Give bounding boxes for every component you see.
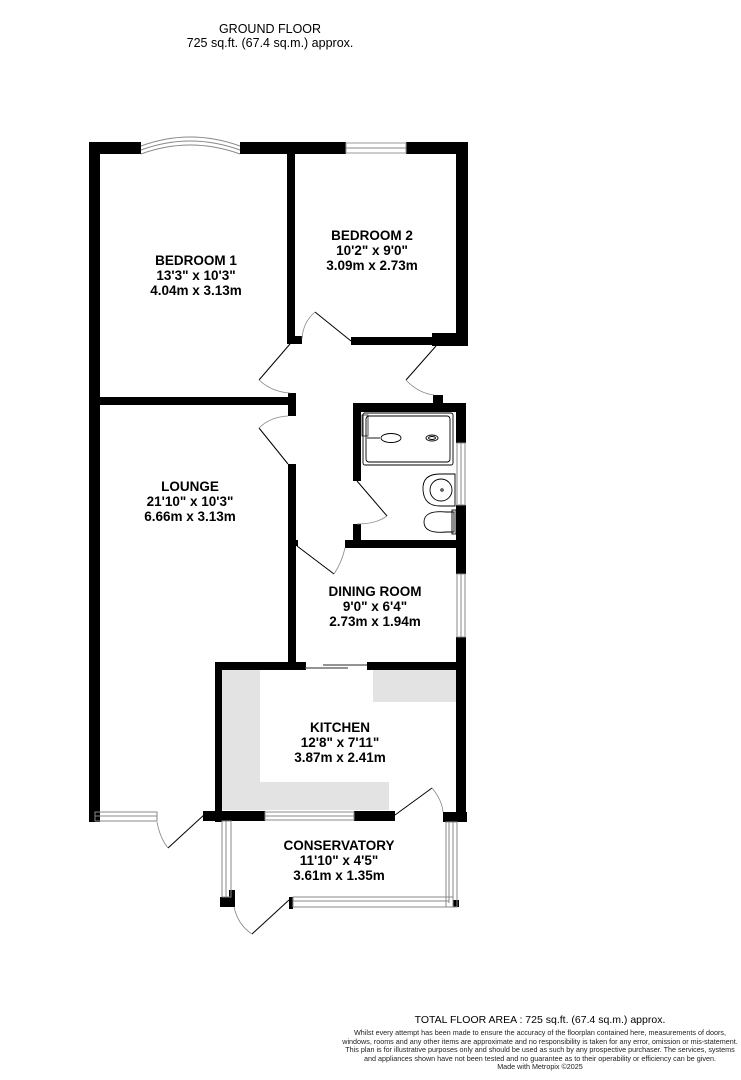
windows <box>94 136 466 908</box>
bathroom-fixtures <box>361 412 457 535</box>
room-name: CONSERVATORY <box>283 838 395 853</box>
walls <box>89 142 468 909</box>
kitchen-worktops <box>222 670 456 810</box>
room-name: BEDROOM 2 <box>331 228 413 243</box>
room-label-bedroom-2: BEDROOM 2 10'2" x 9'0" 3.09m x 2.73m <box>326 228 418 273</box>
room-metric: 2.73m x 1.94m <box>329 614 421 629</box>
room-imperial: 21'10" x 10'3" <box>146 494 234 509</box>
room-imperial: 13'3" x 10'3" <box>156 268 236 283</box>
room-label-bedroom-1: BEDROOM 1 13'3" x 10'3" 4.04m x 3.13m <box>150 253 242 298</box>
room-metric: 4.04m x 3.13m <box>150 283 242 298</box>
shower-tray-icon <box>362 412 454 466</box>
room-label-conservatory: CONSERVATORY 11'10" x 4'5" 3.61m x 1.35m <box>283 838 394 883</box>
total-floor-area: TOTAL FLOOR AREA : 725 sq.ft. (67.4 sq.m… <box>414 1014 666 1026</box>
room-imperial: 11'10" x 4'5" <box>299 853 379 868</box>
room-name: LOUNGE <box>161 479 219 494</box>
room-imperial: 12'8" x 7'11" <box>300 735 380 750</box>
room-label-dining-room: DINING ROOM 9'0" x 6'4" 2.73m x 1.94m <box>329 584 422 629</box>
room-name: KITCHEN <box>309 720 370 735</box>
floor-plan-footer: TOTAL FLOOR AREA : 725 sq.ft. (67.4 sq.m… <box>340 1014 740 1072</box>
room-name: BEDROOM 1 <box>155 253 237 268</box>
room-metric: 3.87m x 2.41m <box>294 750 386 765</box>
room-imperial: 10'2" x 9'0" <box>336 243 408 258</box>
credit-text: Made with Metropix ©2025 <box>497 1062 583 1072</box>
floor-plan <box>89 136 468 935</box>
floor-name: GROUND FLOOR <box>218 22 322 36</box>
room-metric: 3.09m x 2.73m <box>326 258 418 273</box>
room-metric: 3.61m x 1.35m <box>293 868 385 883</box>
basin-icon <box>422 473 456 507</box>
room-label-kitchen: KITCHEN 12'8" x 7'11" 3.87m x 2.41m <box>294 720 386 765</box>
doors <box>156 311 444 935</box>
disclaimer-text: Whilst every attempt has been made to en… <box>342 1028 738 1063</box>
room-name: DINING ROOM <box>328 584 422 599</box>
toilet-icon <box>423 509 457 535</box>
room-label-lounge: LOUNGE 21'10" x 10'3" 6.66m x 3.13m <box>144 479 236 524</box>
room-imperial: 9'0" x 6'4" <box>342 599 408 614</box>
room-metric: 6.66m x 3.13m <box>144 509 236 524</box>
floor-area: 725 sq.ft. (67.4 sq.m.) approx. <box>186 36 354 50</box>
floor-header: GROUND FLOOR 725 sq.ft. (67.4 sq.m.) app… <box>0 22 540 50</box>
